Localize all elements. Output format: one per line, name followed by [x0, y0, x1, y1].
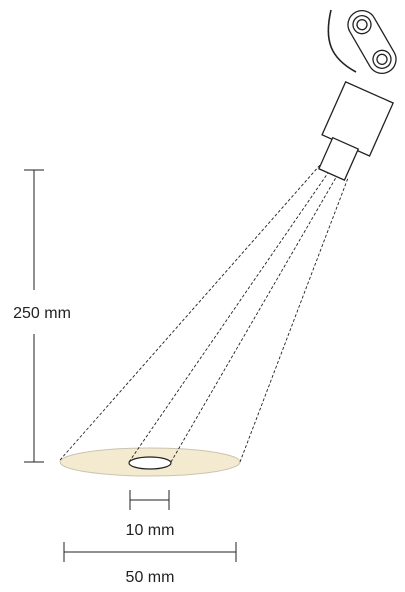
measurement-spot [59, 447, 241, 477]
sensor-lens [318, 136, 360, 181]
cable [327, 9, 357, 73]
small-spot [128, 456, 172, 470]
beam-outer-left [59, 164, 321, 461]
small-spot-dimension [129, 490, 170, 510]
arm-link [347, 10, 397, 74]
beam-inner-right [170, 173, 339, 463]
beam-lines [59, 164, 349, 463]
beam-inner-left [128, 169, 331, 463]
large-spot-dimension [63, 542, 237, 562]
large-spot-label: 50 mm [126, 569, 175, 586]
height-dimension [24, 169, 44, 463]
beam-outer-right [239, 177, 349, 463]
height-label: 250 mm [13, 305, 71, 322]
robot-arm-sensor-icon [318, 9, 397, 181]
small-spot-label: 10 mm [126, 522, 175, 539]
